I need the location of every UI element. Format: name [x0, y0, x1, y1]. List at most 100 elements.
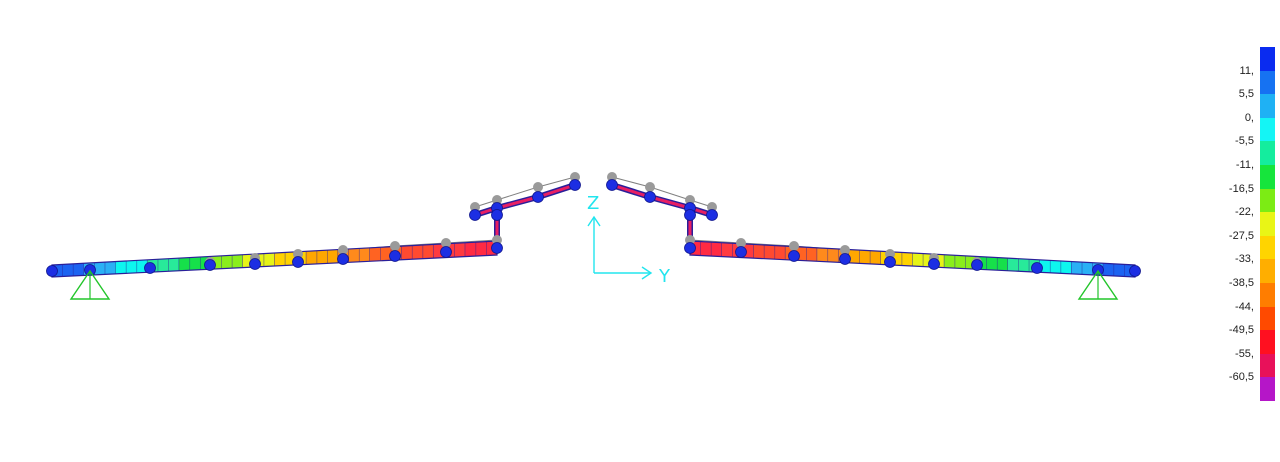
- deformed-node: [839, 253, 851, 265]
- left-beam-segment: [465, 241, 497, 257]
- color-scale-legend: 11, 5,5 0, -5,5 -11, -16,5 -22, -27,5 -33, -38,5 -…: [1222, 47, 1276, 402]
- original-node: [707, 202, 717, 212]
- right-beam-segment: [848, 249, 881, 265]
- deformed-node: [389, 250, 401, 262]
- legend-swatch: [1260, 353, 1275, 378]
- legend-swatch: [1260, 94, 1275, 119]
- legend-swatch: [1260, 283, 1275, 308]
- original-node: [685, 195, 695, 205]
- original-node: [470, 202, 480, 212]
- original-node: [492, 195, 502, 205]
- original-node: [570, 172, 580, 182]
- left-beam-segment: [179, 256, 211, 271]
- right-beam-segment: [753, 244, 786, 260]
- deformed-node: [735, 246, 747, 258]
- deformed-node: [884, 256, 896, 268]
- legend-swatch: [1260, 377, 1275, 402]
- left-roof-member: [474, 183, 576, 217]
- legend-label: -44,: [1235, 300, 1254, 313]
- deformed-node: [971, 259, 983, 271]
- deformed-node: [706, 209, 718, 221]
- deformed-node: [1129, 265, 1141, 277]
- z-axis-label: Z: [587, 193, 599, 214]
- legend-label: -16,5: [1228, 182, 1254, 195]
- legend-label: -49,5: [1228, 324, 1254, 337]
- deformed-node: [469, 209, 481, 221]
- legend-swatch: [1260, 330, 1275, 355]
- deformed-node: [606, 179, 618, 191]
- deformed-node: [144, 262, 156, 274]
- legend-swatch: [1260, 70, 1275, 95]
- legend-label: -33,: [1235, 253, 1254, 266]
- original-node: [441, 238, 451, 248]
- legend-label: -55,: [1235, 347, 1254, 360]
- left-beam-segment: [210, 254, 243, 270]
- legend-swatch: [1260, 141, 1275, 166]
- legend-swatch: [1260, 165, 1275, 190]
- legend-label: 0,: [1244, 111, 1254, 124]
- legend-label: -22,: [1235, 206, 1254, 219]
- right-beam-segment: [944, 254, 977, 270]
- deformed-node: [491, 242, 503, 254]
- deformed-node: [491, 209, 503, 221]
- left-beam-segment: [52, 263, 84, 277]
- original-node: [685, 235, 695, 245]
- left-beam-segment: [115, 259, 148, 274]
- original-node: [645, 182, 655, 192]
- legend-label: 11,: [1239, 64, 1254, 77]
- original-node: [533, 182, 543, 192]
- original-node: [492, 235, 502, 245]
- nodes: [46, 172, 1141, 277]
- right-beam-segment: [1039, 259, 1072, 274]
- deformed-node: [644, 191, 656, 203]
- deformed-node: [1031, 262, 1043, 274]
- legend-label: -27,5: [1228, 229, 1254, 242]
- deformed-node: [337, 253, 349, 265]
- left-beam-segment: [401, 244, 434, 260]
- original-node: [293, 249, 303, 259]
- reference-line-left-roof: [474, 176, 576, 208]
- deformed-node: [684, 209, 696, 221]
- deformed-node: [569, 179, 581, 191]
- model-viewport[interactable]: Z Y: [0, 0, 1240, 462]
- legend-swatch: [1260, 188, 1275, 213]
- legend-swatch: [1260, 117, 1275, 142]
- right-beam-segment: [976, 256, 1008, 271]
- deformed-node: [46, 265, 58, 277]
- right-beam-segment: [1103, 263, 1135, 277]
- legend-swatch: [1260, 47, 1275, 72]
- deformed-node: [292, 256, 304, 268]
- left-beam-segment: [306, 249, 339, 265]
- y-axis-arrowhead: [641, 266, 653, 280]
- original-node: [607, 172, 617, 182]
- original-node: [840, 245, 850, 255]
- deformed-node: [928, 258, 940, 270]
- legend-label: -5,5: [1235, 135, 1254, 148]
- deformed-node: [440, 246, 452, 258]
- deformed-node: [249, 258, 261, 270]
- legend-swatch: [1260, 306, 1275, 331]
- z-axis-arrowhead: [587, 215, 601, 227]
- deformed-node: [532, 191, 544, 203]
- right-beam-segment: [690, 241, 722, 257]
- reference-line-right-roof: [611, 176, 713, 208]
- original-node: [789, 241, 799, 251]
- original-node: [390, 241, 400, 251]
- legend-label: -60,5: [1228, 371, 1254, 384]
- original-node: [338, 245, 348, 255]
- deformed-node: [788, 250, 800, 262]
- legend-swatch: [1260, 259, 1275, 284]
- right-roof-member: [611, 183, 713, 217]
- legend-label: -38,5: [1228, 277, 1254, 289]
- supports: [69, 269, 1119, 300]
- legend-swatch: [1260, 235, 1275, 260]
- deformed-node: [204, 259, 216, 271]
- original-node: [885, 249, 895, 259]
- legend-swatch: [1260, 212, 1275, 237]
- structure-diagram: Z Y: [46, 172, 1141, 300]
- legend-label: -11,: [1235, 159, 1254, 171]
- legend-label: 5,5: [1238, 88, 1254, 101]
- deformed-node: [684, 242, 696, 254]
- original-node: [736, 238, 746, 248]
- axis-triad: Z Y: [587, 193, 671, 287]
